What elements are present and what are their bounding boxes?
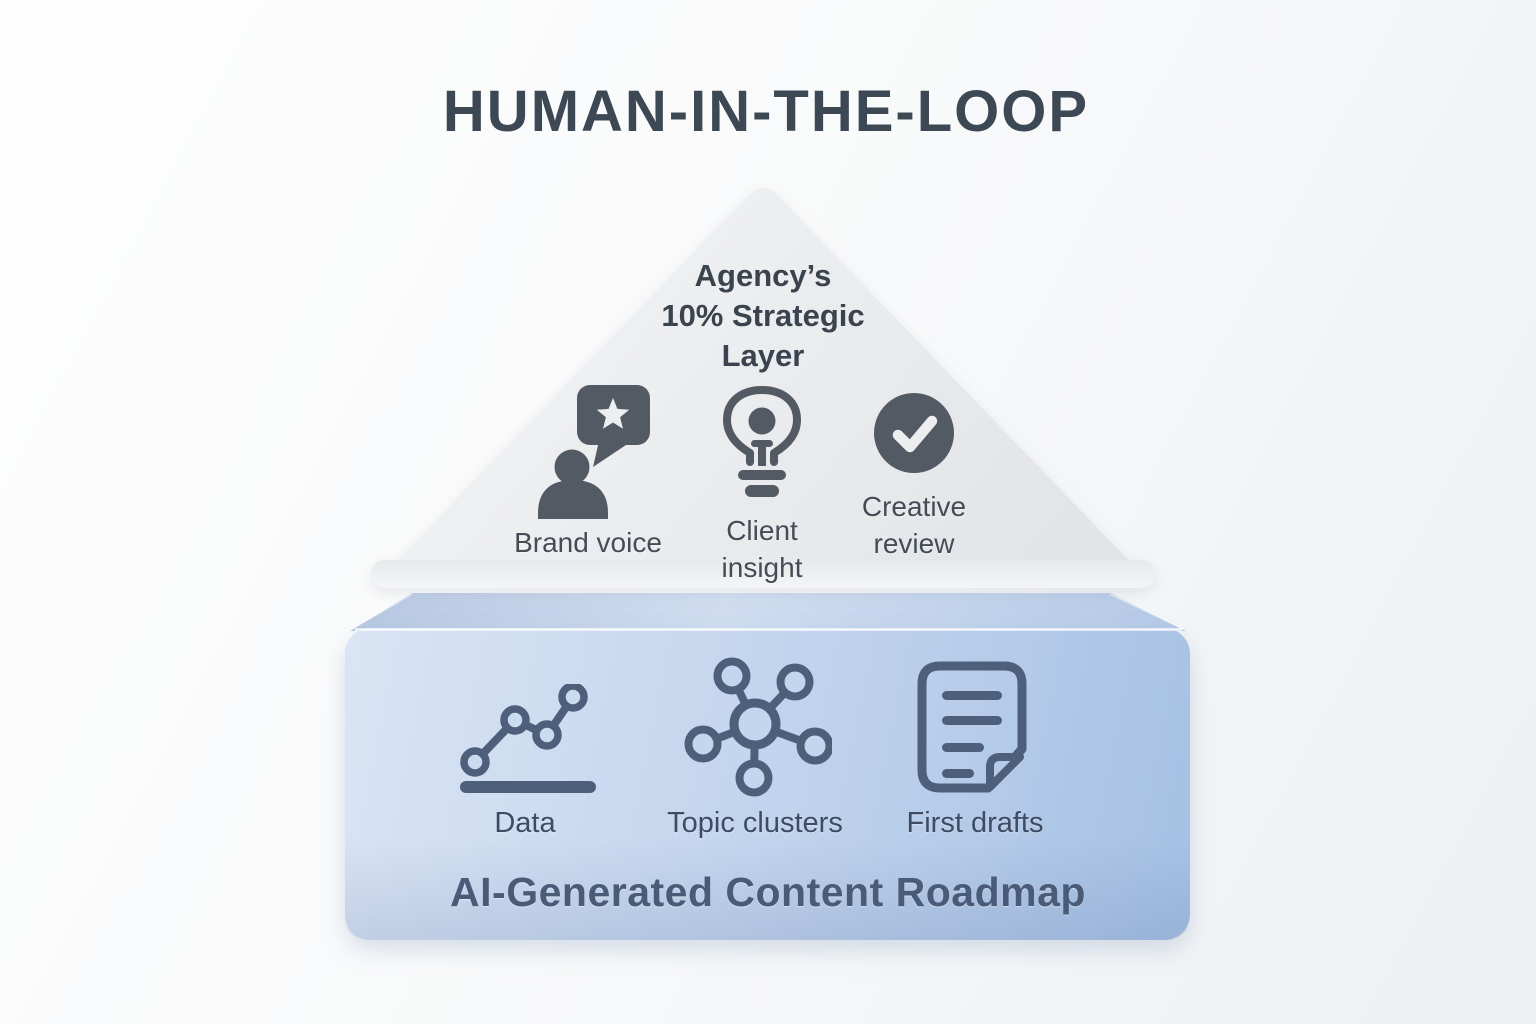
- page-title: HUMAN-IN-THE-LOOP: [442, 79, 1090, 144]
- roadmap-box-bottom-shade: [345, 830, 1190, 940]
- pyramid-heading-line: 10% Strategic: [661, 298, 865, 333]
- pyramid-base-bar: [371, 560, 1155, 588]
- document-icon: [917, 661, 1027, 793]
- person-speech-star-icon: [538, 385, 650, 519]
- pyramid-item-label: Client insight: [721, 515, 803, 583]
- pyramid-item-label: Brand voice: [514, 527, 662, 558]
- lightbulb-icon: [723, 386, 801, 497]
- pyramid-heading-line: Layer: [721, 338, 805, 373]
- pyramid-heading: Agency’s 10% Strategic Layer: [593, 256, 933, 376]
- checkmark-circle-icon: [874, 393, 954, 473]
- roadmap-box-top-face: [350, 593, 1186, 631]
- topic-cluster-icon: [684, 657, 832, 797]
- base-item-label: Data: [494, 807, 556, 839]
- pyramid-heading-line: Agency’s: [694, 258, 832, 293]
- base-item-label: First drafts: [906, 807, 1044, 839]
- box-bevel-highlight-left: [350, 593, 413, 630]
- roadmap-caption: AI-Generated Content Roadmap: [450, 869, 1086, 915]
- base-item-label: Topic clusters: [667, 807, 843, 839]
- pyramid-item-label: Creative review: [861, 491, 967, 559]
- line-chart-icon: [460, 684, 596, 793]
- box-bevel-highlight-right: [1109, 593, 1185, 630]
